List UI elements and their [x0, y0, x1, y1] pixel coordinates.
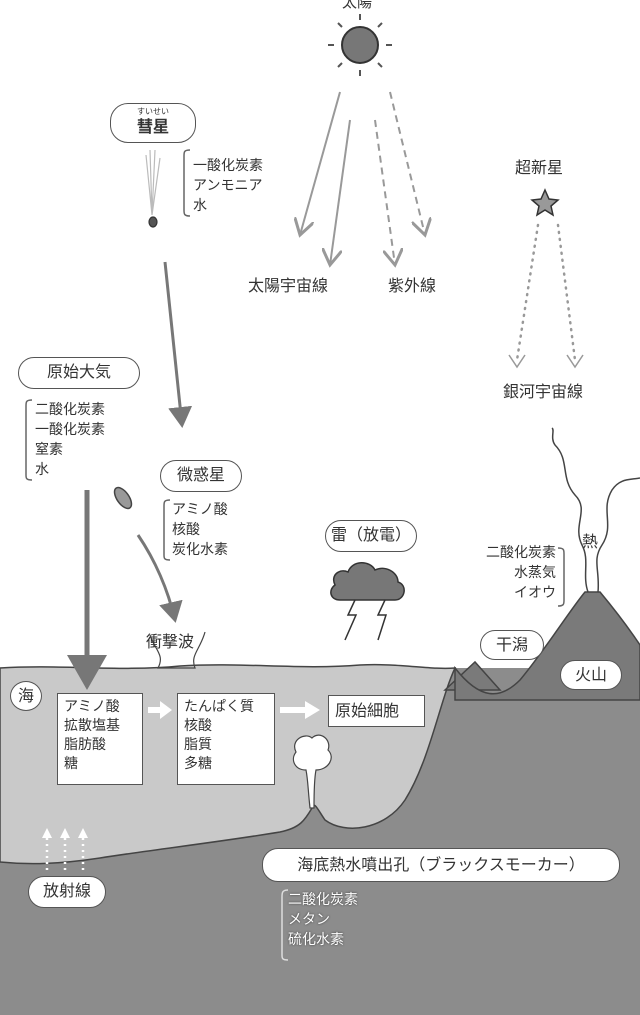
volcano-label: 火山	[560, 660, 622, 690]
heat-label: 熱	[582, 532, 599, 551]
polymers-box: たんぱく質 核酸 脂質 多糖	[177, 693, 275, 785]
list-item: 水	[35, 462, 49, 478]
list-item: 脂肪酸	[64, 737, 106, 753]
uv-label: 紫外線	[388, 276, 437, 295]
list-item: アミノ酸	[172, 502, 228, 518]
arrow-polymers-to-protocell	[280, 701, 320, 719]
shockwave-label: 衝撃波	[146, 632, 195, 651]
galactic-ray-arrows	[515, 223, 577, 362]
tidal-flat-label: 干潟	[480, 630, 544, 660]
thundercloud-icon	[330, 562, 405, 601]
list-item: 糖	[64, 756, 78, 772]
list-item: 水蒸気	[514, 565, 556, 581]
comet-icon	[145, 149, 161, 228]
sun-icon	[341, 26, 379, 64]
list-item: イオウ	[514, 585, 556, 601]
radiation-label: 放射線	[28, 876, 106, 908]
comet-name: 彗星	[136, 117, 169, 136]
volcano-plume	[551, 427, 640, 593]
list-item: たんぱく質	[184, 699, 254, 715]
list-item: 脂質	[184, 737, 212, 753]
list-item: 二酸化炭素	[486, 545, 556, 561]
comet-ruby: すいせい	[137, 107, 169, 116]
list-item: 核酸	[184, 718, 212, 734]
comet-label: すいせい 彗星	[110, 103, 196, 143]
planetesimal-arrow	[136, 534, 183, 623]
protocell-box: 原始細胞	[328, 695, 425, 727]
vent-components: 二酸化炭素 メタン 硫化水素	[288, 890, 358, 950]
sun-rays-icon	[328, 14, 392, 76]
list-item: 窒素	[35, 442, 63, 458]
list-item: アミノ酸	[64, 699, 120, 715]
sea-label: 海	[10, 681, 42, 711]
list-item: 二酸化炭素	[288, 892, 358, 908]
sun-label: 太陽	[342, 0, 373, 11]
list-item: 拡散塩基	[64, 718, 120, 734]
solar-ray-arrows	[300, 91, 425, 265]
planetesimal-components: アミノ酸 核酸 炭化水素	[172, 500, 228, 560]
list-item: 炭化水素	[172, 542, 228, 558]
list-item: 硫化水素	[288, 932, 344, 948]
comet-components: 一酸化炭素 アンモニア 水	[193, 156, 263, 216]
list-item: 多糖	[184, 756, 212, 772]
galactic-cosmic-ray-label: 銀河宇宙線	[503, 382, 584, 401]
comet-fall-arrow	[163, 261, 193, 428]
list-item: 二酸化炭素	[35, 402, 105, 418]
volcano-components: 二酸化炭素 水蒸気 イオウ	[466, 543, 556, 603]
list-item: アンモニア	[193, 178, 263, 194]
lightning-label: 雷（放電）	[325, 520, 417, 552]
list-item: 一酸化炭素	[193, 158, 263, 174]
hydrothermal-vent-label: 海底熱水噴出孔（ブラックスモーカー）	[262, 848, 620, 882]
list-item: 核酸	[172, 522, 200, 538]
atmosphere-components: 二酸化炭素 一酸化炭素 窒素 水	[35, 400, 105, 480]
lightning-bolt-icon	[344, 599, 388, 641]
star-icon	[530, 188, 560, 217]
supernova-label: 超新星	[515, 158, 564, 177]
impact-crater	[149, 631, 206, 669]
primitive-atmosphere-label: 原始大気	[18, 357, 140, 389]
list-item: 一酸化炭素	[35, 422, 105, 438]
vent-plume	[292, 734, 332, 809]
list-item: メタン	[288, 912, 330, 928]
list-item: 水	[193, 198, 207, 214]
planetesimal-label: 微惑星	[160, 460, 242, 492]
planetesimal-icon	[113, 486, 133, 510]
monomers-box: アミノ酸 拡散塩基 脂肪酸 糖	[57, 693, 143, 785]
solar-cosmic-ray-label: 太陽宇宙線	[248, 276, 329, 295]
arrow-monomers-to-polymers	[148, 701, 172, 719]
